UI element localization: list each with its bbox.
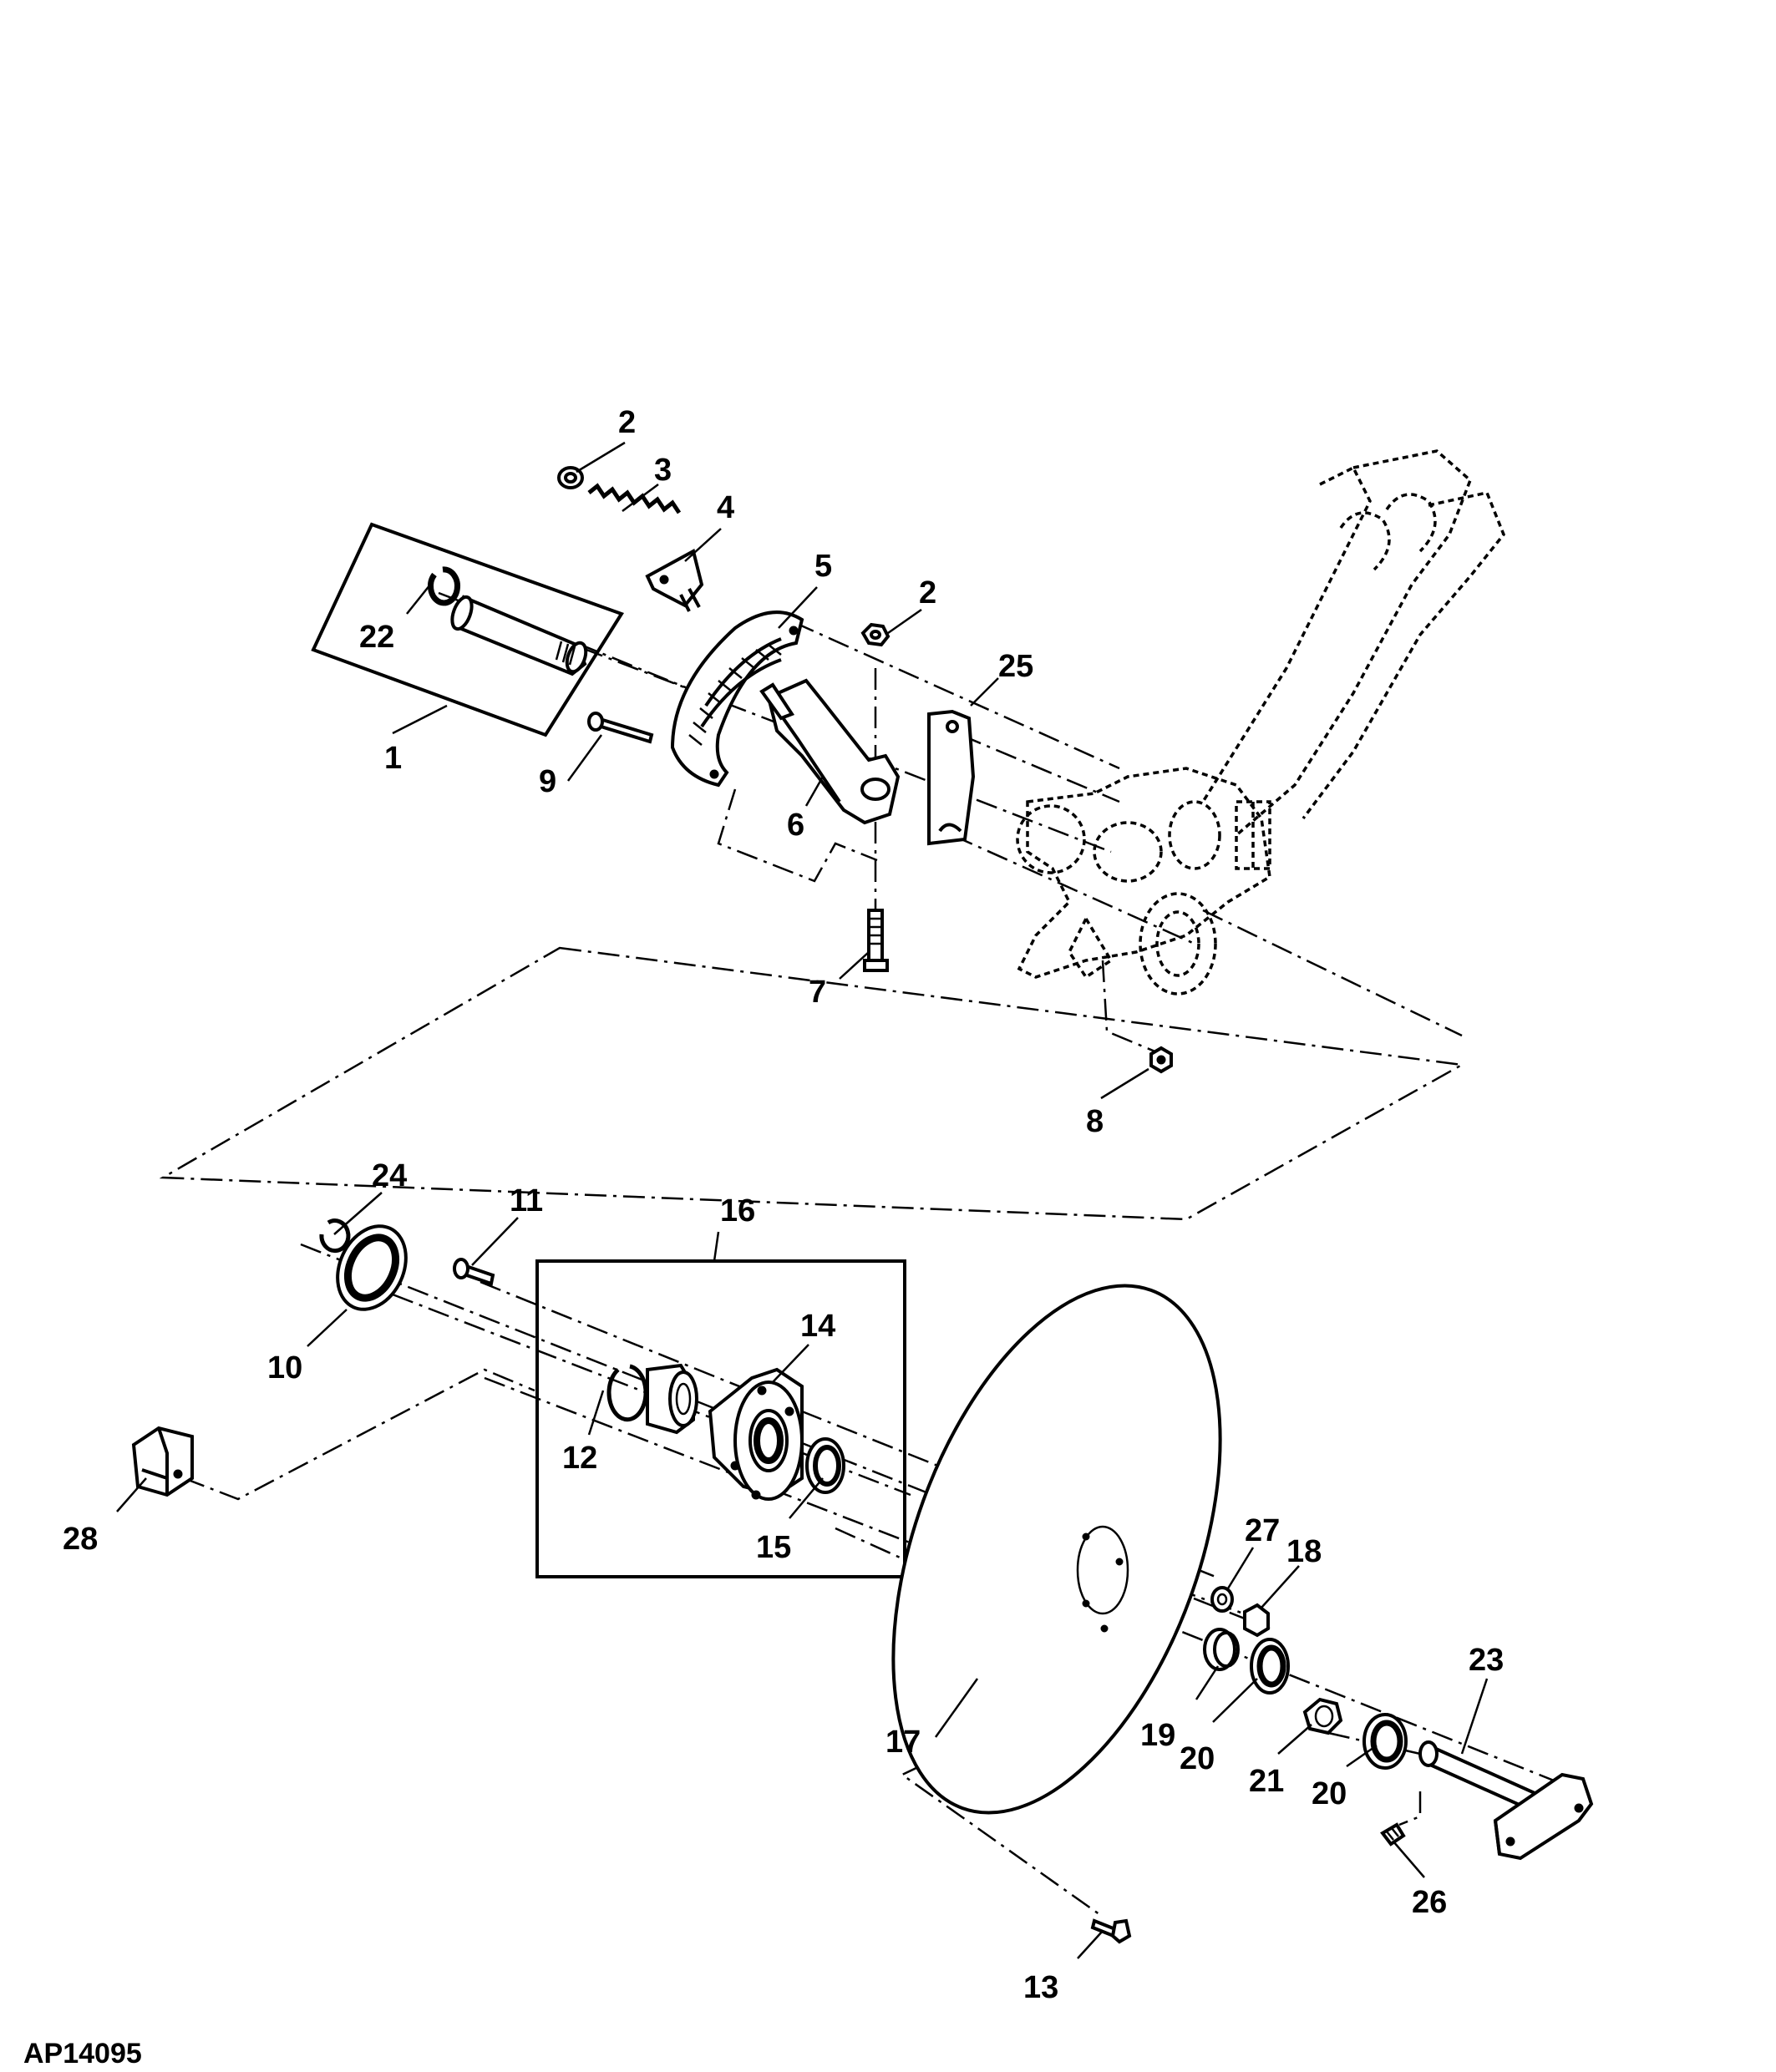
fitting-and-bolt — [1090, 1822, 1406, 1944]
callout-12: 12 — [562, 1441, 597, 1476]
callout-18: 18 — [1286, 1534, 1322, 1569]
shaft-arm — [1418, 1740, 1594, 1861]
callout-24: 24 — [372, 1158, 407, 1193]
ghosted-frame — [1016, 449, 1506, 995]
callout-1: 1 — [384, 741, 402, 776]
callout-20-left: 20 — [1180, 1741, 1215, 1776]
callout-15: 15 — [756, 1530, 791, 1565]
disc — [891, 1284, 1222, 1815]
top-nut-spring-tab — [557, 466, 704, 612]
plate — [927, 709, 976, 846]
callout-3: 3 — [654, 453, 672, 488]
bracket-28 — [131, 1426, 194, 1497]
callout-6: 6 — [787, 808, 804, 843]
callout-10: 10 — [267, 1350, 302, 1386]
callout-14: 14 — [800, 1309, 835, 1344]
callout-23: 23 — [1469, 1643, 1504, 1678]
callout-20-right: 20 — [1312, 1776, 1347, 1811]
segmented-bracket — [670, 610, 804, 788]
callout-26: 26 — [1412, 1885, 1447, 1920]
middle-nut — [860, 622, 891, 647]
callout-8: 8 — [1086, 1104, 1104, 1139]
callout-9: 9 — [539, 764, 556, 799]
callout-27: 27 — [1245, 1513, 1280, 1548]
callout-22: 22 — [359, 620, 394, 655]
callout-21: 21 — [1249, 1764, 1284, 1799]
callout-17: 17 — [885, 1725, 921, 1760]
callout-19: 19 — [1140, 1718, 1175, 1753]
arm — [759, 678, 901, 825]
callout-2-middle: 2 — [919, 575, 936, 610]
callout-4: 4 — [717, 490, 734, 525]
pin-assembly-box — [311, 522, 625, 737]
hub-assembly-box — [535, 1259, 906, 1578]
figure-id: AP14095 — [23, 2038, 142, 2069]
callout-labels: 2 3 4 5 2 25 22 1 9 6 7 8 24 11 16 10 14… — [23, 405, 1504, 2069]
callout-25: 25 — [998, 649, 1033, 684]
bolts-upper — [587, 712, 889, 972]
callout-13: 13 — [1023, 1970, 1058, 2005]
callout-7: 7 — [809, 975, 826, 1010]
nut-8 — [1149, 1046, 1173, 1074]
callout-5: 5 — [814, 549, 832, 584]
ring-washer-bolt — [319, 1218, 495, 1311]
callout-11: 11 — [510, 1183, 543, 1218]
callout-2-top: 2 — [618, 405, 636, 440]
leader-lines — [116, 441, 1489, 1959]
callout-16: 16 — [720, 1193, 755, 1229]
shaft-stack — [1203, 1586, 1408, 1770]
callout-28: 28 — [63, 1522, 98, 1557]
